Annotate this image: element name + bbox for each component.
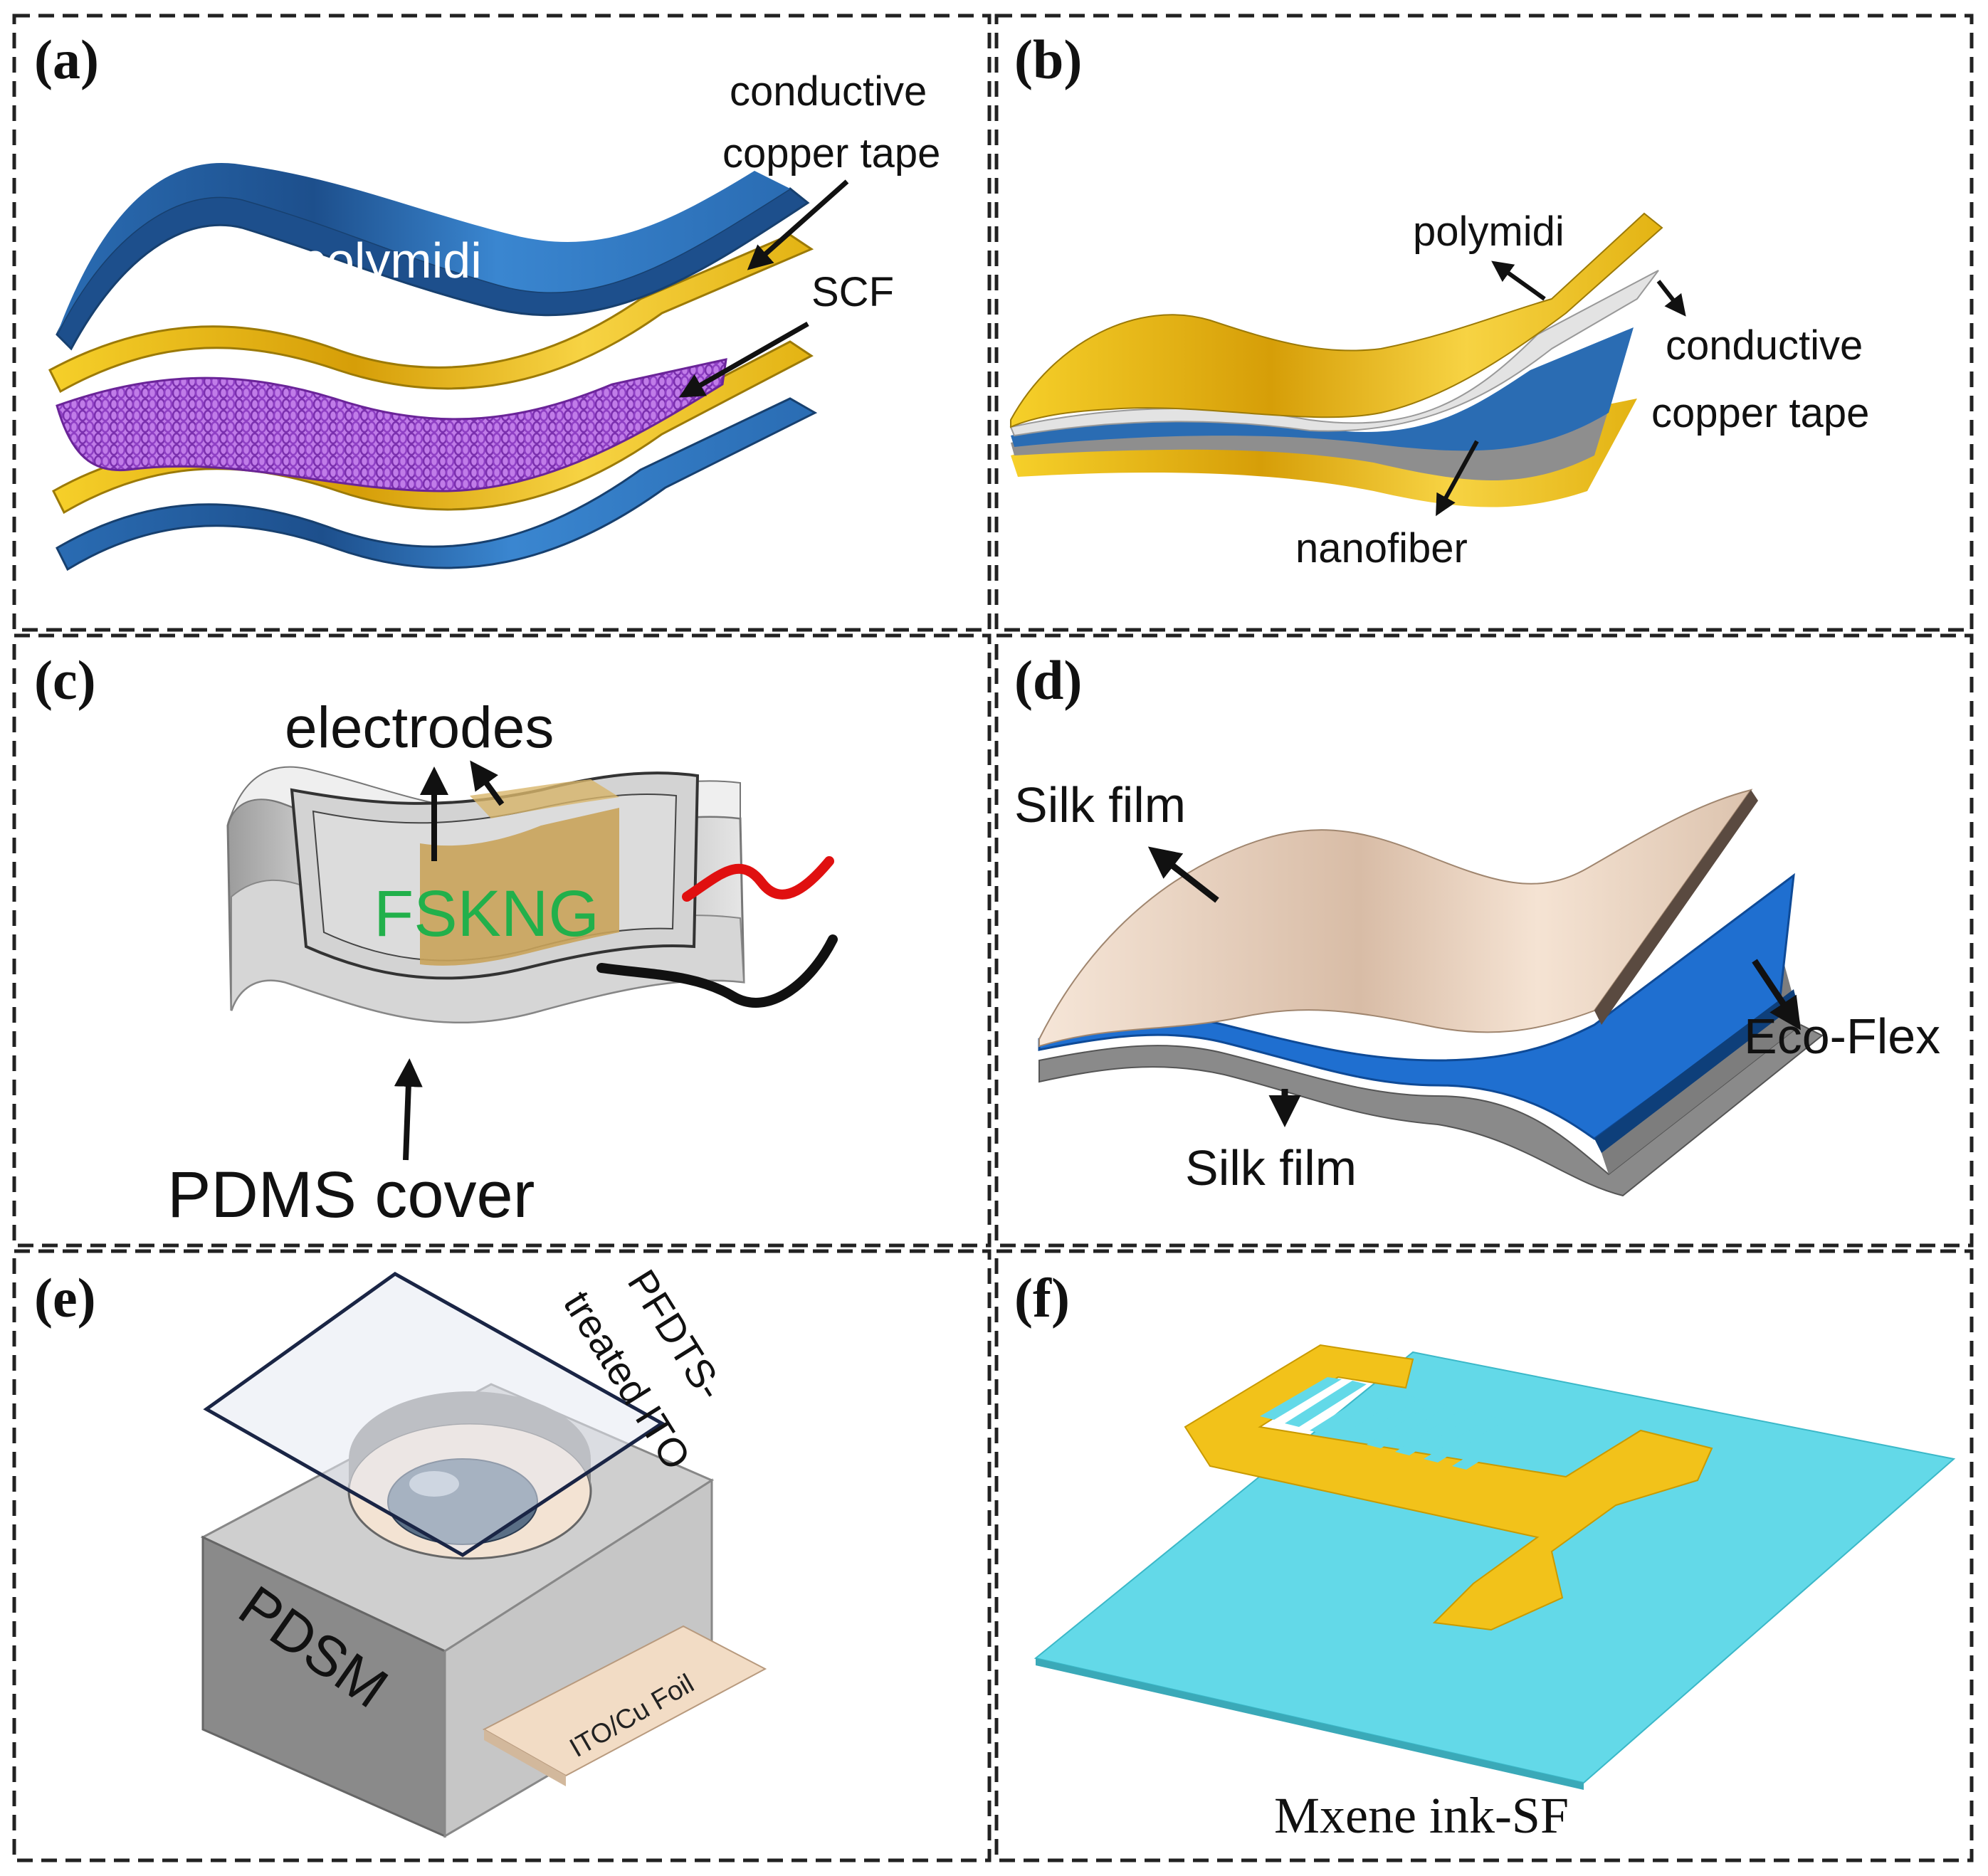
panel-d-ecoflex-label: Eco-Flex — [1744, 1008, 1940, 1064]
panel-d-letter: (d) — [1014, 649, 1082, 711]
panel-f-letter: (f) — [1014, 1267, 1070, 1329]
panel-e-letter: (e) — [34, 1267, 96, 1329]
panel-d-top-silk-layer — [1038, 789, 1753, 1048]
panel-c: (c) FSKNG electrodes PDMS cover — [34, 649, 838, 1231]
panel-f-electrodes — [1184, 1344, 1713, 1631]
panel-a-copper-label-line2: copper tape — [722, 130, 940, 176]
panel-c-letter: (c) — [34, 649, 96, 711]
panel-b-polymidi-label: polymidi — [1413, 209, 1564, 255]
panel-d-bottom-silk-layer — [1038, 1023, 1824, 1197]
panel-d-silk-top-label: Silk film — [1014, 777, 1186, 833]
panel-a: (a) polymidi conductive copper tape SCF — [34, 28, 940, 571]
panel-f-electrode-fingers — [1260, 1377, 1534, 1470]
panel-c-electrode-strip-top — [470, 779, 619, 818]
panel-c-electrodes-label: electrodes — [285, 695, 554, 760]
panel-c-fskng-label: FSKNG — [374, 878, 599, 950]
panel-c-red-wire — [682, 856, 834, 902]
panel-b-nanofiber-label: nanofiber — [1295, 525, 1468, 571]
panel-borders — [12, 14, 1974, 1862]
panel-f: (f) Mxene ink-SF — [1014, 1267, 1956, 1844]
panel-a-copper-label-line1: conductive — [730, 68, 927, 115]
panel-e-foil-edge — [484, 1729, 566, 1786]
panel-f-caption: Mxene ink-SF — [1274, 1787, 1569, 1844]
panel-b-letter: (b) — [1014, 28, 1082, 90]
panel-b-copper-label-line2: copper tape — [1651, 390, 1869, 436]
panel-c-black-wire — [596, 934, 838, 1008]
panel-a-bottom-polyimide-layer — [56, 397, 818, 571]
panel-f-substrate-edge — [1036, 1658, 1584, 1790]
panel-b-arrows — [1436, 260, 1686, 517]
panel-a-scf-label: SCF — [811, 269, 894, 315]
panel-c-pdms-label: PDMS cover — [167, 1159, 535, 1231]
panel-e: (e) ITO/Cu Foil PDSM PFDTS- treated ITO — [34, 1262, 767, 1838]
panel-a-scf-fabric-layer — [56, 358, 727, 492]
panel-d: (d) Silk film Eco-Flex Silk film — [1014, 649, 1940, 1197]
panel-c-electrode-patch — [420, 808, 619, 966]
panel-b-copper-label-line1: conductive — [1666, 322, 1863, 369]
panel-d-silk-bottom-label: Silk film — [1185, 1140, 1357, 1196]
panel-e-ito-sheet — [203, 1272, 666, 1557]
panel-f-electrode-frame — [1184, 1344, 1713, 1631]
panel-a-polymidi-label: polymidi — [299, 233, 482, 288]
panel-c-arrows — [394, 760, 505, 1161]
panel-b: (b) polymidi conductive copper tape nano… — [1009, 28, 1869, 571]
panel-a-arrows — [678, 179, 849, 398]
panel-a-top-copper-layer — [48, 233, 814, 394]
panel-d-arrows — [1147, 846, 1801, 1127]
panel-b-top-gold-layer — [1010, 212, 1663, 428]
panel-d-top-silk-edge — [1594, 790, 1758, 1025]
panel-d-ecoflex-edge — [1594, 989, 1797, 1153]
panel-e-foil-tab — [482, 1625, 767, 1777]
panel-a-letter: (a) — [34, 28, 99, 90]
panel-a-top-polyimide-surface — [57, 162, 790, 334]
panel-d-ecoflex-layer — [1038, 873, 1795, 1140]
